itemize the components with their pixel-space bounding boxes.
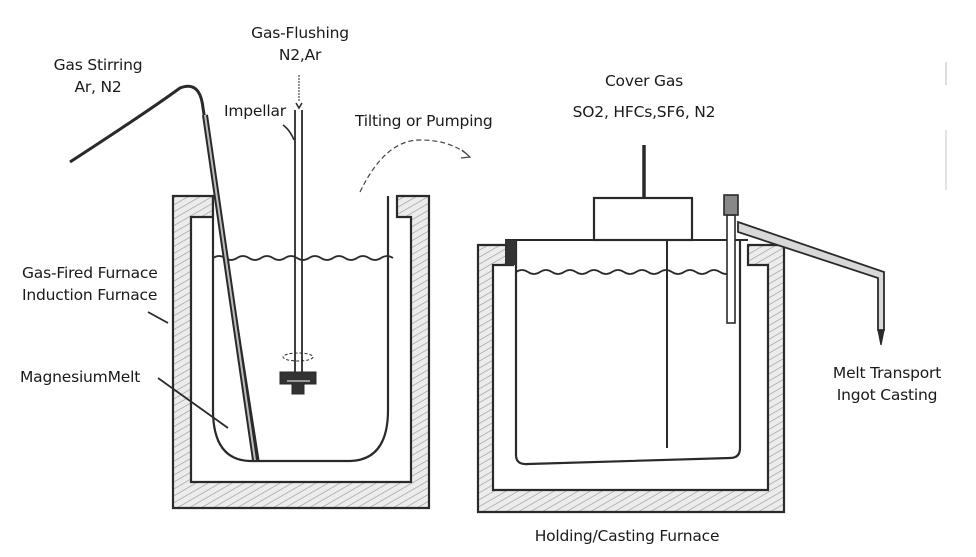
- furnace-type-line2: Induction Furnace: [22, 286, 158, 304]
- impeller-head: [279, 371, 317, 395]
- melt-transport-line2: Ingot Casting: [836, 386, 938, 404]
- rotation-arrow-icon: [282, 352, 314, 362]
- label-gas-stirring: Gas Stirring Ar, N2: [38, 54, 158, 98]
- label-holding-furnace: Holding/Casting Furnace: [534, 527, 720, 545]
- melt-leader: [157, 377, 229, 429]
- gas-flushing-line1: Gas-Flushing: [251, 24, 349, 42]
- label-tilting: Tilting or Pumping: [355, 112, 493, 130]
- melting-furnace: [171, 194, 431, 510]
- furnace-type-line1: Gas-Fired Furnace: [22, 264, 158, 282]
- holding-crucible: [514, 240, 742, 466]
- label-magnesium-melt: MagnesiumMelt: [20, 368, 141, 386]
- label-cover-gas: Cover Gas SO2, HFCs,SF6, N2: [554, 70, 734, 123]
- cover-gas-hood: [592, 196, 694, 242]
- melt-surface: [212, 255, 394, 261]
- label-furnace-type: Gas-Fired Furnace Induction Furnace: [22, 262, 158, 306]
- gas-stirring-line2: Ar, N2: [74, 78, 122, 96]
- crucible: [211, 196, 390, 463]
- furnace-leader: [147, 311, 169, 324]
- holding-melt-surface: [515, 269, 733, 275]
- melt-transport-line1: Melt Transport: [832, 364, 942, 382]
- label-impellar: Impellar: [224, 102, 286, 120]
- cover-gas-line2: SO2, HFCs,SF6, N2: [572, 103, 716, 121]
- thermocouple: [726, 214, 736, 324]
- impeller: [279, 75, 317, 395]
- melt-transfer-tube: [737, 220, 885, 346]
- gas-flushing-line2: N2,Ar: [278, 46, 322, 64]
- gas-stirring-lance: [69, 84, 260, 461]
- cover-gas-line1: Cover Gas: [604, 72, 684, 90]
- gas-stirring-line1: Gas Stirring: [53, 56, 143, 74]
- holding-furnace: [476, 145, 786, 514]
- tilting-arrow: [359, 139, 469, 193]
- label-gas-flushing: Gas-Flushing N2,Ar: [240, 22, 360, 66]
- label-melt-transport: Melt Transport Ingot Casting: [822, 362, 952, 406]
